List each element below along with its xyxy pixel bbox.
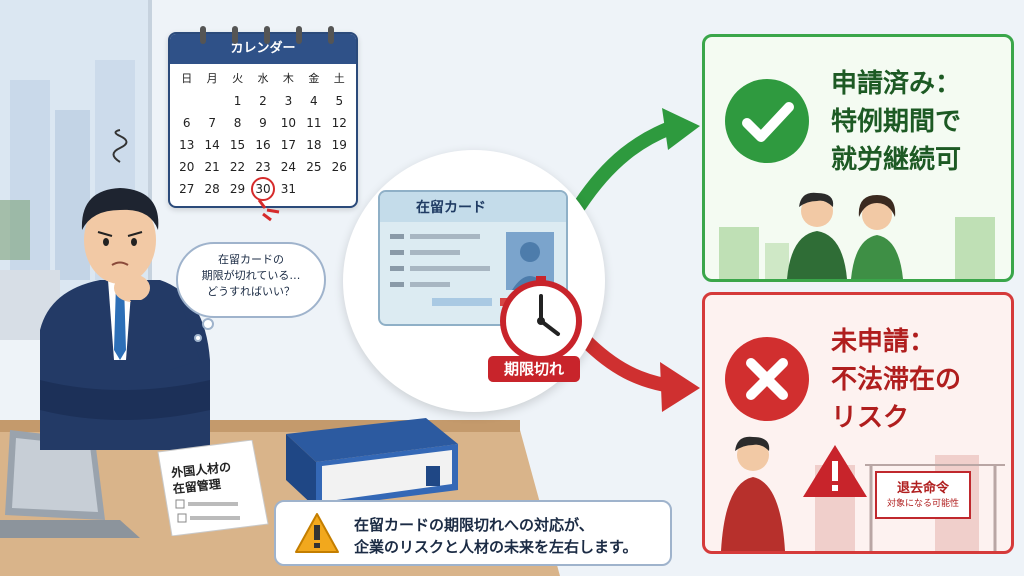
calendar-day: 23	[255, 160, 271, 174]
panel-applied: 申請済み： 特例期間で 就労継続可	[702, 34, 1014, 282]
calendar-day: 15	[229, 138, 246, 152]
calendar-day: 21	[204, 160, 220, 174]
thought-line-1: 在留カードの	[218, 253, 284, 266]
calendar-weekday: 木	[282, 72, 294, 85]
not-applied-line-1: 未申請：	[831, 327, 936, 357]
calendar-day: 12	[331, 116, 347, 130]
summary-note: 在留カードの期限切れへの対応が、 企業のリスクと人材の未来を左右します。	[274, 500, 672, 566]
calendar-day: 27	[179, 182, 195, 196]
thought-line-2: 期限が切れている…	[201, 269, 301, 282]
calendar-day: 30	[250, 177, 275, 201]
calendar-weekday: 水	[257, 72, 269, 85]
panel-not-applied: 未申請： 不法滞在の リスク 退去命令 対象になる可能性	[702, 292, 1014, 554]
calendar-day	[174, 92, 199, 110]
calendar-day: 26	[331, 160, 347, 174]
alarm-marks	[257, 199, 280, 222]
check-icon	[725, 79, 809, 163]
calendar-day: 1	[233, 94, 242, 108]
calendar-day: 17	[280, 138, 297, 152]
worried-businessman	[40, 188, 210, 450]
deportation-sign-line-1: 退去命令	[896, 481, 949, 496]
calendar-weekday: 日	[181, 72, 193, 85]
calendar-day: 10	[280, 116, 297, 130]
binder-icon	[286, 418, 458, 508]
calendar-day: 11	[306, 116, 322, 130]
calendar-day-highlight: 30	[250, 177, 275, 201]
calendar-day: 4	[310, 94, 318, 108]
applied-line-3: 就労継続可	[831, 145, 962, 175]
summary-text: 在留カードの期限切れへの対応が、 企業のリスクと人材の未来を左右します。	[354, 514, 638, 558]
calendar-day: 14	[204, 138, 220, 152]
not-applied-title: 未申請： 不法滞在の リスク	[831, 323, 961, 437]
not-applied-line-2: 不法滞在の	[831, 365, 962, 395]
thought-line-3: どうすればいい？	[207, 285, 295, 298]
city-people-scene	[719, 192, 995, 279]
management-document: 外国人材の 在留管理	[152, 440, 270, 536]
calendar-day: 6	[182, 116, 191, 130]
calendar-day: 7	[208, 116, 216, 130]
calendar-day	[199, 92, 224, 110]
clock-icon	[500, 276, 582, 362]
calendar-day: 18	[306, 138, 322, 152]
residence-card-title: 在留カード	[416, 200, 486, 216]
expired-badge: 期限切れ	[488, 356, 580, 382]
calendar-weekday: 月	[206, 72, 218, 85]
calendar-day: 8	[233, 116, 242, 130]
calendar-day: 25	[306, 160, 322, 174]
bubble-tail	[194, 318, 214, 342]
calendar-day: 31	[280, 182, 297, 196]
laptop-icon	[0, 430, 140, 538]
applied-line-1: 申請済み：	[831, 69, 962, 99]
calendar-day: 28	[204, 182, 220, 196]
warning-icon	[295, 513, 339, 553]
calendar-day: 24	[280, 160, 297, 174]
calendar-day: 9	[259, 116, 267, 130]
calendar-day: 2	[259, 94, 267, 108]
calendar-day: 13	[179, 138, 195, 152]
document-title: 外国人材の 在留管理	[170, 459, 233, 497]
not-applied-line-3: リスク	[831, 403, 910, 433]
calendar-day: 5	[335, 94, 344, 108]
calendar-day: 20	[179, 160, 195, 174]
calendar-weekday: 火	[232, 72, 244, 85]
applied-title: 申請済み： 特例期間で 就労継続可	[831, 65, 961, 179]
deportation-sign-line-2: 対象になる可能性	[886, 499, 959, 509]
calendar-day: 22	[229, 160, 246, 174]
calendar-weekday: 金	[308, 72, 320, 85]
applied-line-2: 特例期間で	[831, 107, 962, 137]
calendar-day: 19	[331, 138, 347, 152]
calendar-day: 16	[255, 138, 271, 152]
summary-line-2: 企業のリスクと人材の未来を左右します。	[354, 538, 638, 556]
calendar-day: 3	[284, 94, 293, 108]
calendar-weekday: 土	[333, 72, 345, 85]
deportation-sign: 退去命令 対象になる可能性	[875, 471, 971, 519]
calendar-day: 29	[229, 182, 246, 196]
cross-icon	[725, 337, 809, 421]
calendar-title: カレンダー	[170, 34, 356, 64]
stress-icon	[112, 129, 128, 163]
summary-line-1: 在留カードの期限切れへの対応が、	[354, 516, 594, 534]
thought-bubble: 在留カードの 期限が切れている… どうすればいい？	[176, 242, 326, 318]
